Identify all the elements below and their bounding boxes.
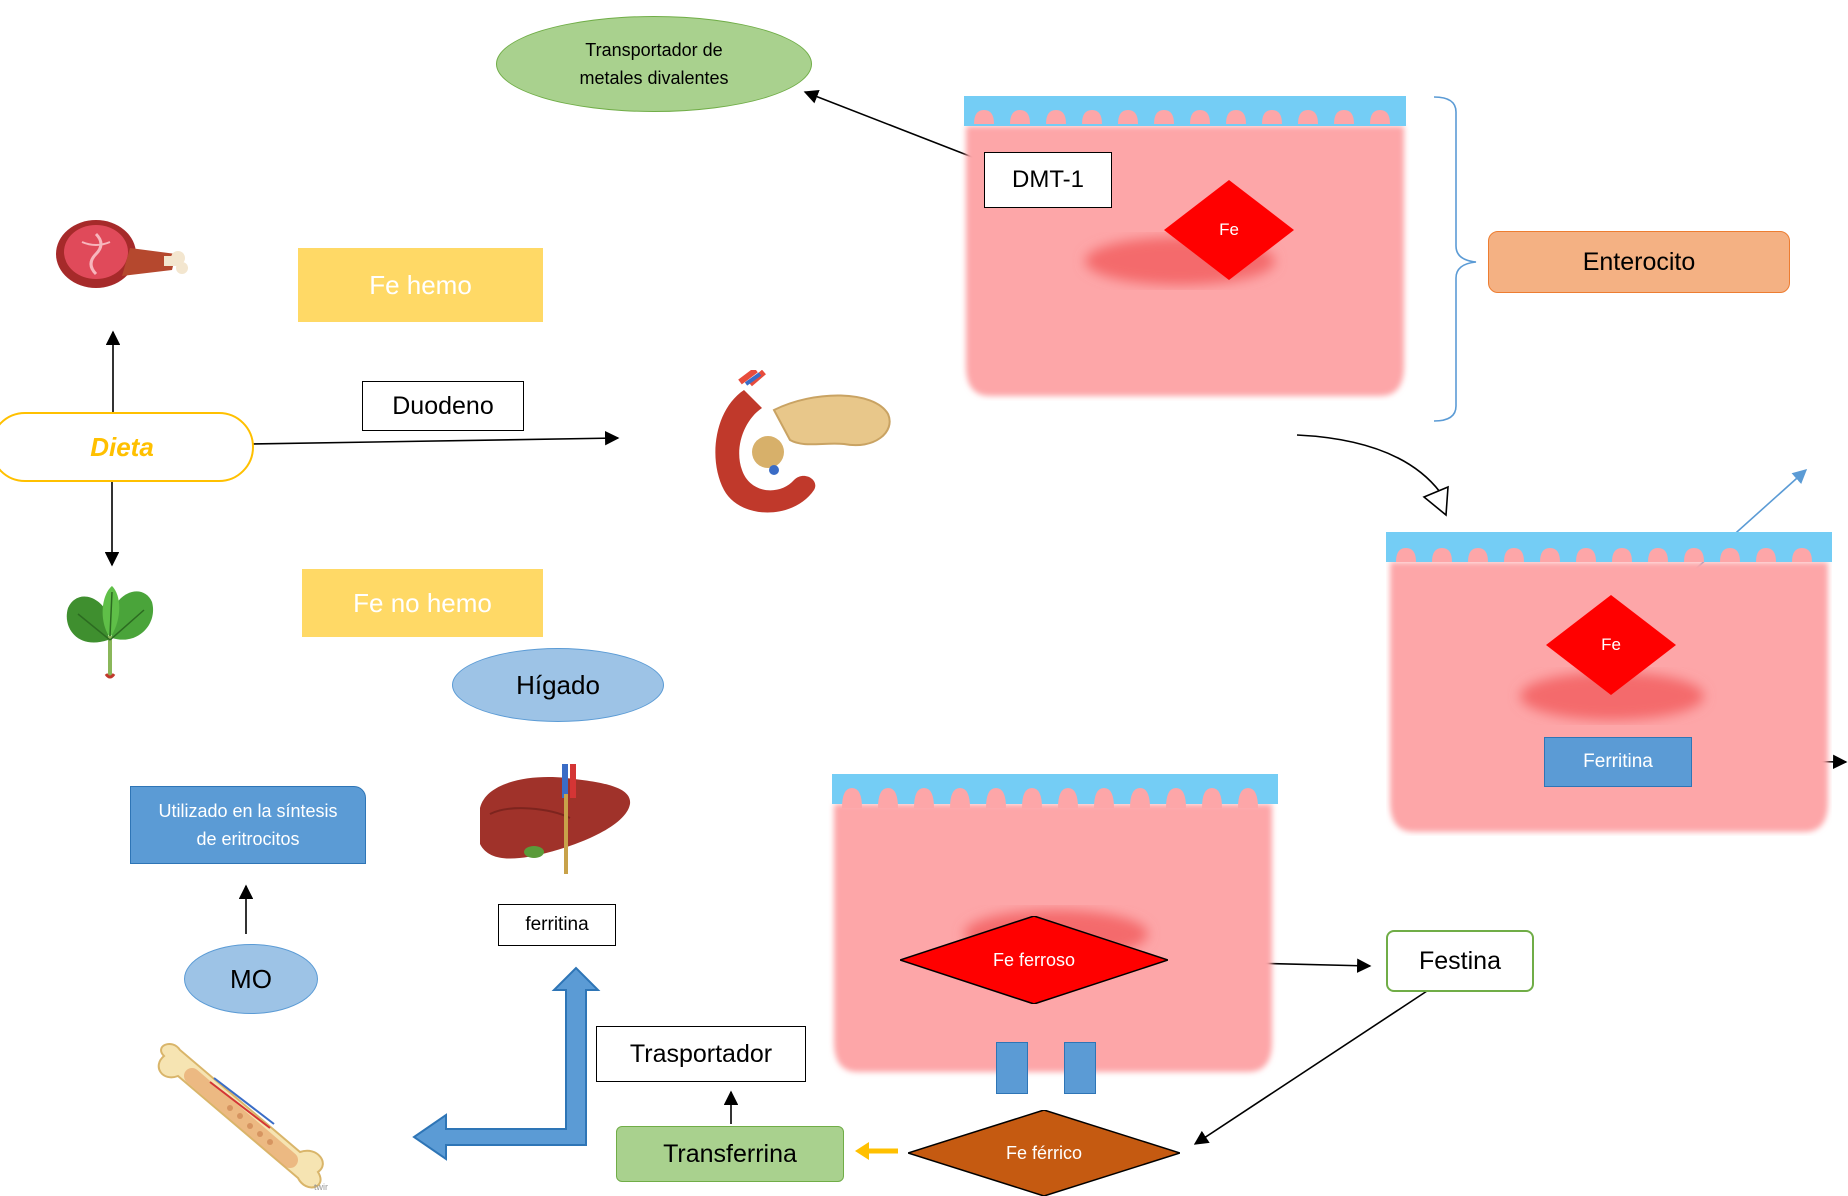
trasportador-label: Trasportador	[596, 1026, 806, 1082]
arrow-dmt1-to-transportador	[803, 89, 986, 163]
ferritina-liver-label: ferritina	[498, 904, 616, 946]
dieta-box: Dieta	[0, 412, 254, 482]
ham-icon	[56, 220, 188, 288]
arrow-dieta-to-duodeno	[251, 431, 620, 446]
fe-ferrico-diamond: Fe férrico	[908, 1110, 1180, 1196]
liver-icon	[480, 764, 631, 874]
channel-block-right	[1064, 1042, 1096, 1094]
open-arrowhead	[1422, 485, 1449, 517]
festina-box: Festina	[1386, 930, 1534, 992]
dmt1-label: DMT-1	[984, 152, 1112, 208]
fe-diamond-right: Fe	[1546, 595, 1676, 695]
fe-ferroso-diamond: Fe ferroso	[900, 916, 1168, 1004]
bone-marrow-icon: twir	[157, 1042, 328, 1192]
transferrina-box: Transferrina	[616, 1126, 844, 1182]
channel-block-left	[996, 1042, 1028, 1094]
bone-tag: twir	[314, 1182, 328, 1192]
fe-hemo-box: Fe hemo	[298, 248, 543, 322]
duodeno-label: Duodeno	[362, 381, 524, 431]
spinach-leaf-icon	[66, 586, 154, 679]
ferritina-right-box: Ferritina	[1544, 737, 1692, 787]
enterocito-box: Enterocito	[1488, 231, 1790, 293]
fe-diamond-top: Fe	[1164, 180, 1294, 280]
enterocito-brace	[1433, 96, 1477, 422]
fe-top-label: Fe	[1219, 220, 1239, 239]
fe-right-label: Fe	[1601, 635, 1621, 654]
duodenum-pancreas-icon	[715, 370, 891, 513]
utilizado-box: Utilizado en la síntesis de eritrocitos	[130, 786, 366, 864]
blue-elbow-arrow	[412, 966, 601, 1161]
fe-ferrico-label: Fe férrico	[1005, 1142, 1083, 1163]
enterocyte-right	[1386, 532, 1832, 832]
curved-arrow-between-cells	[1296, 434, 1441, 493]
transportador-ellipse: Transportador de metales divalentes	[496, 16, 812, 112]
arrow-festina-to-ferrico	[1193, 990, 1428, 1145]
higado-ellipse: Hígado	[452, 648, 664, 722]
fe-ferroso-label: Fe ferroso	[992, 949, 1076, 970]
mo-ellipse: MO	[184, 944, 318, 1014]
orange-arrowhead	[855, 1142, 869, 1160]
fe-no-hemo-box: Fe no hemo	[302, 569, 543, 637]
